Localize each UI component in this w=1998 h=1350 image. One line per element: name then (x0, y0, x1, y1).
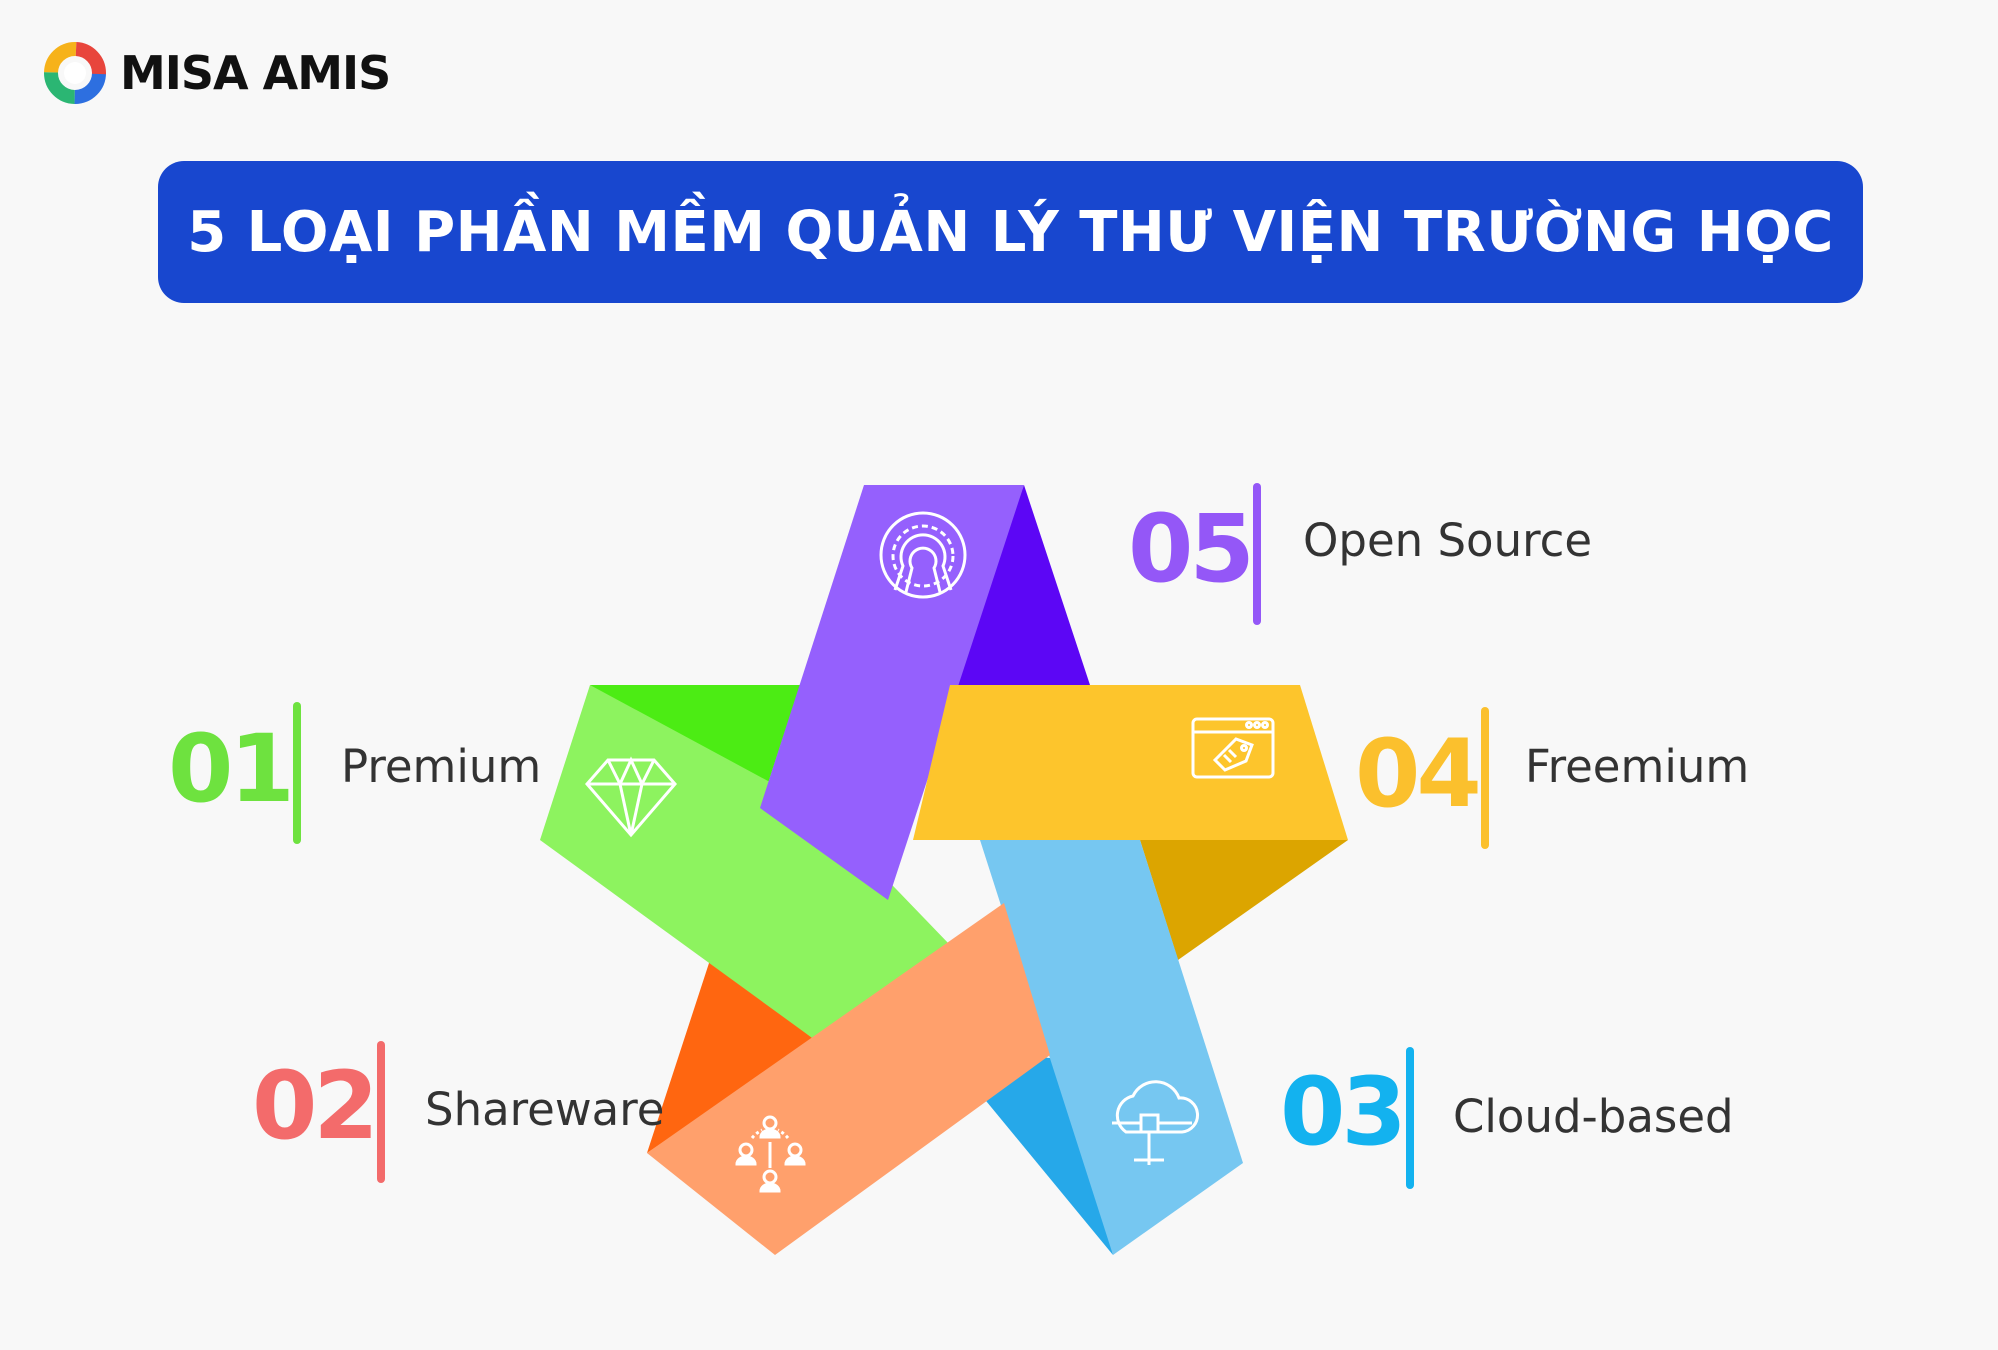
page-title: 5 LOẠI PHẦN MỀM QUẢN LÝ THƯ VIỆN TRƯỜNG … (187, 199, 1834, 265)
band-orange (647, 903, 1050, 1255)
network-users-icon (735, 1115, 806, 1193)
diamond-icon (585, 756, 677, 838)
band-yellow (913, 685, 1348, 840)
type-5-label: Open Source (1303, 514, 1593, 567)
type-1-divider (293, 702, 301, 844)
brand-name: MISA AMIS (120, 46, 391, 100)
cloud-server-icon (1112, 1080, 1199, 1165)
type-2-number: 02 (252, 1052, 379, 1161)
fold-purple (950, 485, 1090, 685)
type-1-label: Premium (341, 740, 542, 793)
type-3-divider (1406, 1047, 1414, 1189)
band-green (540, 685, 950, 1040)
fold-yellow (1140, 840, 1348, 960)
type-5-number: 05 (1128, 495, 1255, 604)
browser-price-tag-icon (1191, 717, 1275, 779)
title-banner: 5 LOẠI PHẦN MỀM QUẢN LÝ THƯ VIỆN TRƯỜNG … (158, 161, 1863, 303)
type-4-divider (1481, 707, 1489, 849)
type-2-label: Shareware (425, 1083, 665, 1136)
type-3-number: 03 (1280, 1058, 1407, 1167)
band-blue (980, 840, 1243, 1255)
band-purple (760, 485, 1024, 900)
type-1-number: 01 (168, 715, 295, 824)
type-3-label: Cloud-based (1453, 1090, 1734, 1143)
type-4-label: Freemium (1525, 740, 1750, 793)
brand-logo: MISA AMIS (44, 42, 391, 104)
type-2-divider (377, 1041, 385, 1183)
open-source-icon (879, 511, 967, 599)
misa-amis-logo-icon (44, 42, 106, 104)
type-4-number: 04 (1355, 720, 1482, 829)
type-5-divider (1253, 483, 1261, 625)
